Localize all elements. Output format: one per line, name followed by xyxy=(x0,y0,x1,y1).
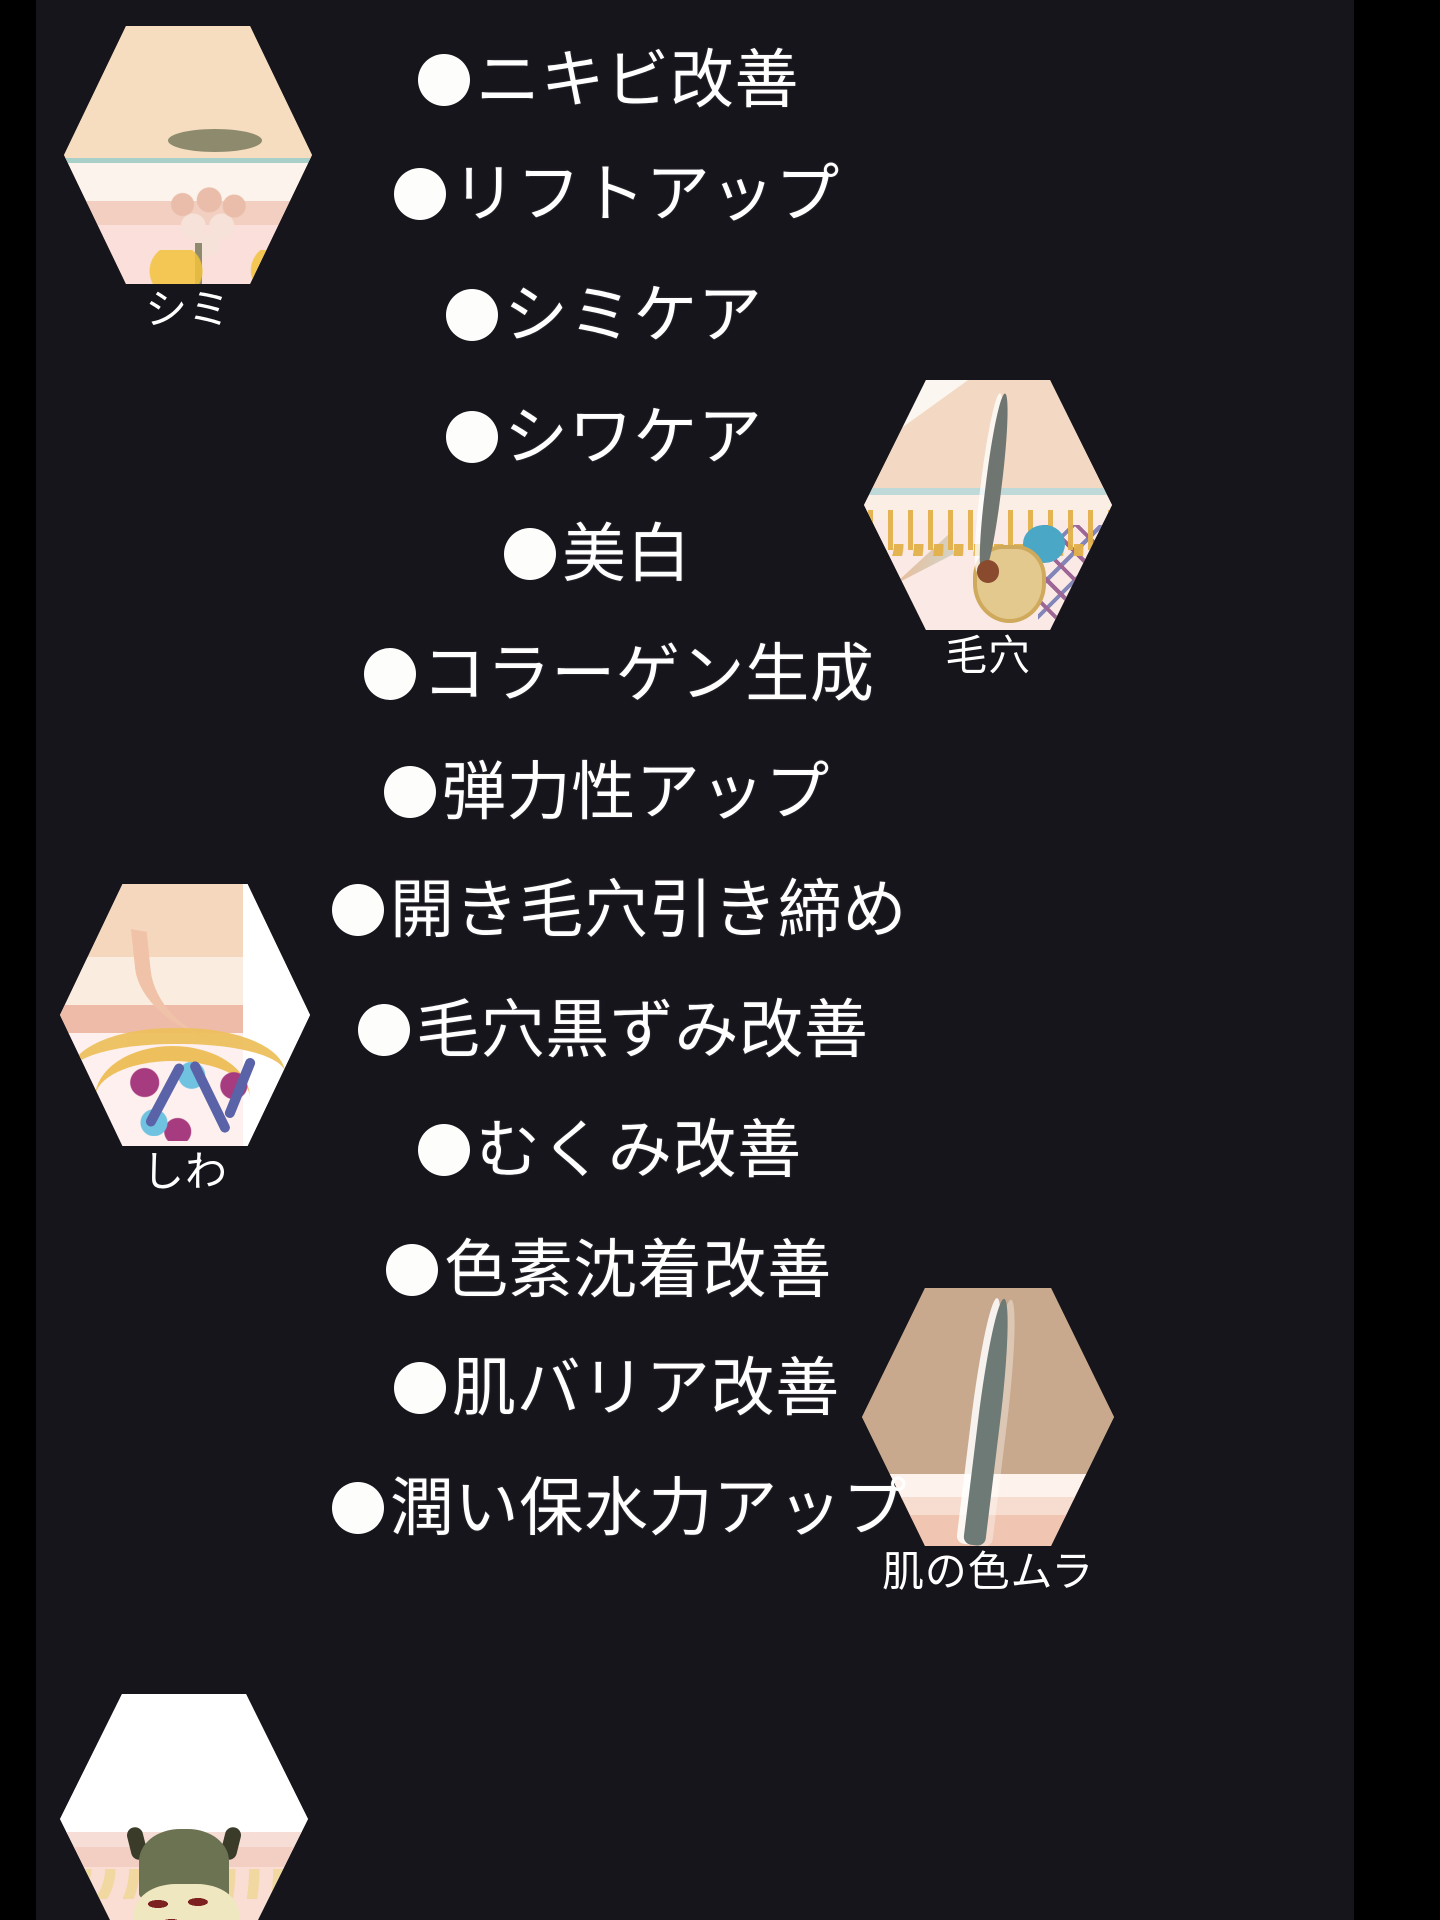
benefit-label: 肌バリア改善 xyxy=(452,1352,840,1424)
benefit-item: 毛穴黒ずみ改善 xyxy=(358,998,868,1062)
benefit-item: シミケア xyxy=(446,283,763,347)
benefit-label: 弾力性アップ xyxy=(442,756,830,828)
skin-tone-hair-cross-section-icon xyxy=(862,1288,1114,1546)
bullet-icon xyxy=(386,1244,438,1296)
content-canvas: シミ 毛穴 xyxy=(36,0,1354,1920)
illustration-caption-age-spot: シミ xyxy=(145,286,231,333)
illustration-tile-pore: 毛穴 xyxy=(864,380,1112,678)
bullet-icon xyxy=(332,884,384,936)
bullet-icon xyxy=(418,54,470,106)
benefit-item: ニキビ改善 xyxy=(418,48,799,112)
benefit-item: コラーゲン生成 xyxy=(364,642,874,706)
benefit-item: 潤い保水力アップ xyxy=(332,1476,907,1540)
benefit-label: コラーゲン生成 xyxy=(422,638,875,710)
benefit-label: 色素沈着改善 xyxy=(444,1234,832,1306)
benefit-list: ニキビ改善 リフトアップ シミケア シワケア 美白 コラーゲン生成 xyxy=(36,0,1354,1920)
bullet-icon xyxy=(418,1124,470,1176)
benefit-label: むくみ改善 xyxy=(476,1114,802,1186)
benefit-label: ニキビ改善 xyxy=(476,44,800,116)
illustration-caption-pore: 毛穴 xyxy=(945,632,1031,679)
bullet-icon xyxy=(364,648,416,700)
benefit-item: シワケア xyxy=(446,405,763,469)
benefit-item: 色素沈着改善 xyxy=(386,1238,832,1302)
benefit-item: 美白 xyxy=(504,522,691,586)
benefit-item: 開き毛穴引き締め xyxy=(332,878,907,942)
bullet-icon xyxy=(446,289,498,341)
bullet-icon xyxy=(446,411,498,463)
benefit-item: リフトアップ xyxy=(394,162,840,226)
benefit-item: 肌バリア改善 xyxy=(394,1356,840,1420)
bullet-icon xyxy=(394,168,446,220)
benefit-label: リフトアップ xyxy=(452,158,840,230)
bullet-icon xyxy=(332,1482,384,1534)
benefit-label: シミケア xyxy=(504,279,763,351)
bullet-icon xyxy=(504,528,556,580)
illustration-tile-wrinkle: しわ xyxy=(60,884,310,1194)
benefit-label: 毛穴黒ずみ改善 xyxy=(416,994,869,1066)
benefit-item: むくみ改善 xyxy=(418,1118,802,1182)
bullet-icon xyxy=(394,1362,446,1414)
illustration-tile-uneven-tone: 肌の色ムラ xyxy=(862,1288,1114,1594)
bullet-icon xyxy=(384,766,436,818)
benefit-item: 弾力性アップ xyxy=(384,760,830,824)
illustration-tile-age-spot: シミ xyxy=(64,26,312,332)
benefit-label: 美白 xyxy=(562,518,692,590)
benefit-label: シワケア xyxy=(504,401,763,473)
illustration-caption-uneven-tone: 肌の色ムラ xyxy=(881,1548,1095,1595)
illustration-caption-wrinkle: しわ xyxy=(142,1148,228,1195)
illustration-tile-clogged-pore xyxy=(60,1694,308,1920)
bullet-icon xyxy=(358,1004,410,1056)
benefit-label: 潤い保水力アップ xyxy=(390,1472,908,1544)
benefit-label: 開き毛穴引き締め xyxy=(390,874,908,946)
